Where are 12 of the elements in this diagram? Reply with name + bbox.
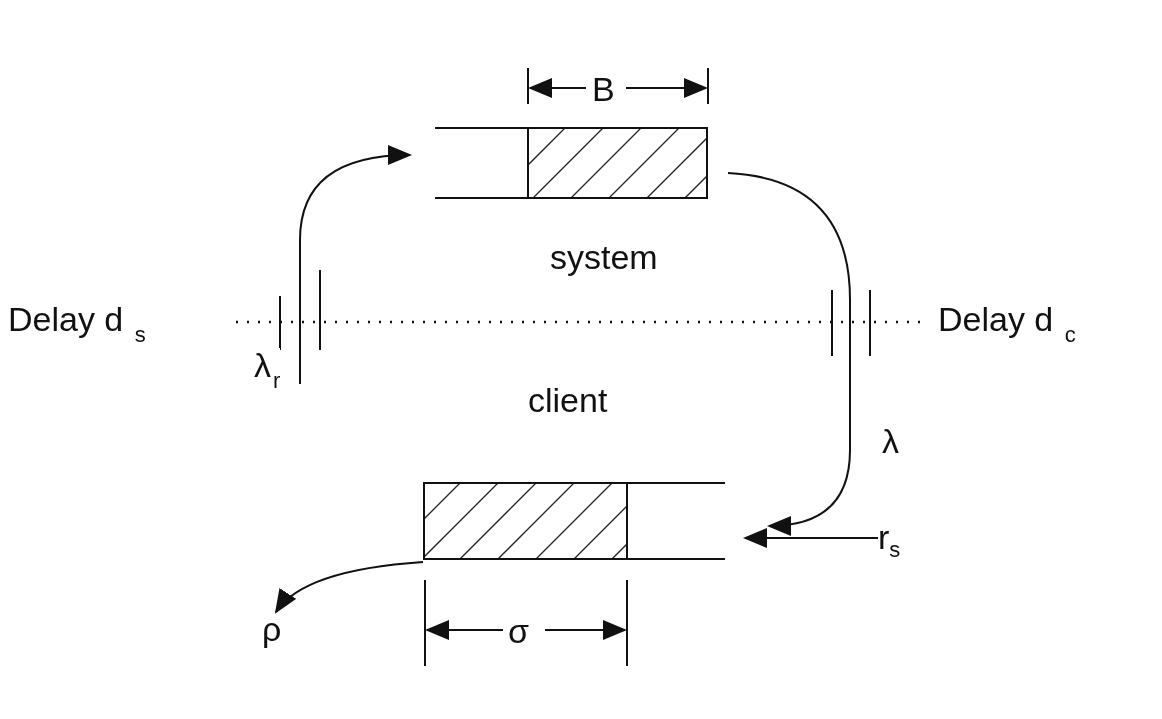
- text-label: Delay d $_{c}$: [938, 302, 1076, 346]
- symbol-label: r$_{s}$: [878, 520, 901, 561]
- curved-arrow: [299, 145, 412, 385]
- symbol-label: ρ: [262, 612, 282, 646]
- curved-arrow: [274, 561, 424, 614]
- curved-arrow: [727, 172, 851, 536]
- queue-buffer: [435, 127, 708, 199]
- text-label: system: [550, 240, 658, 274]
- queue-buffer: [423, 482, 725, 560]
- text-label: client: [528, 383, 608, 417]
- text-label: Delay d $_{s}$: [8, 302, 146, 346]
- curved-arrow: [743, 528, 879, 548]
